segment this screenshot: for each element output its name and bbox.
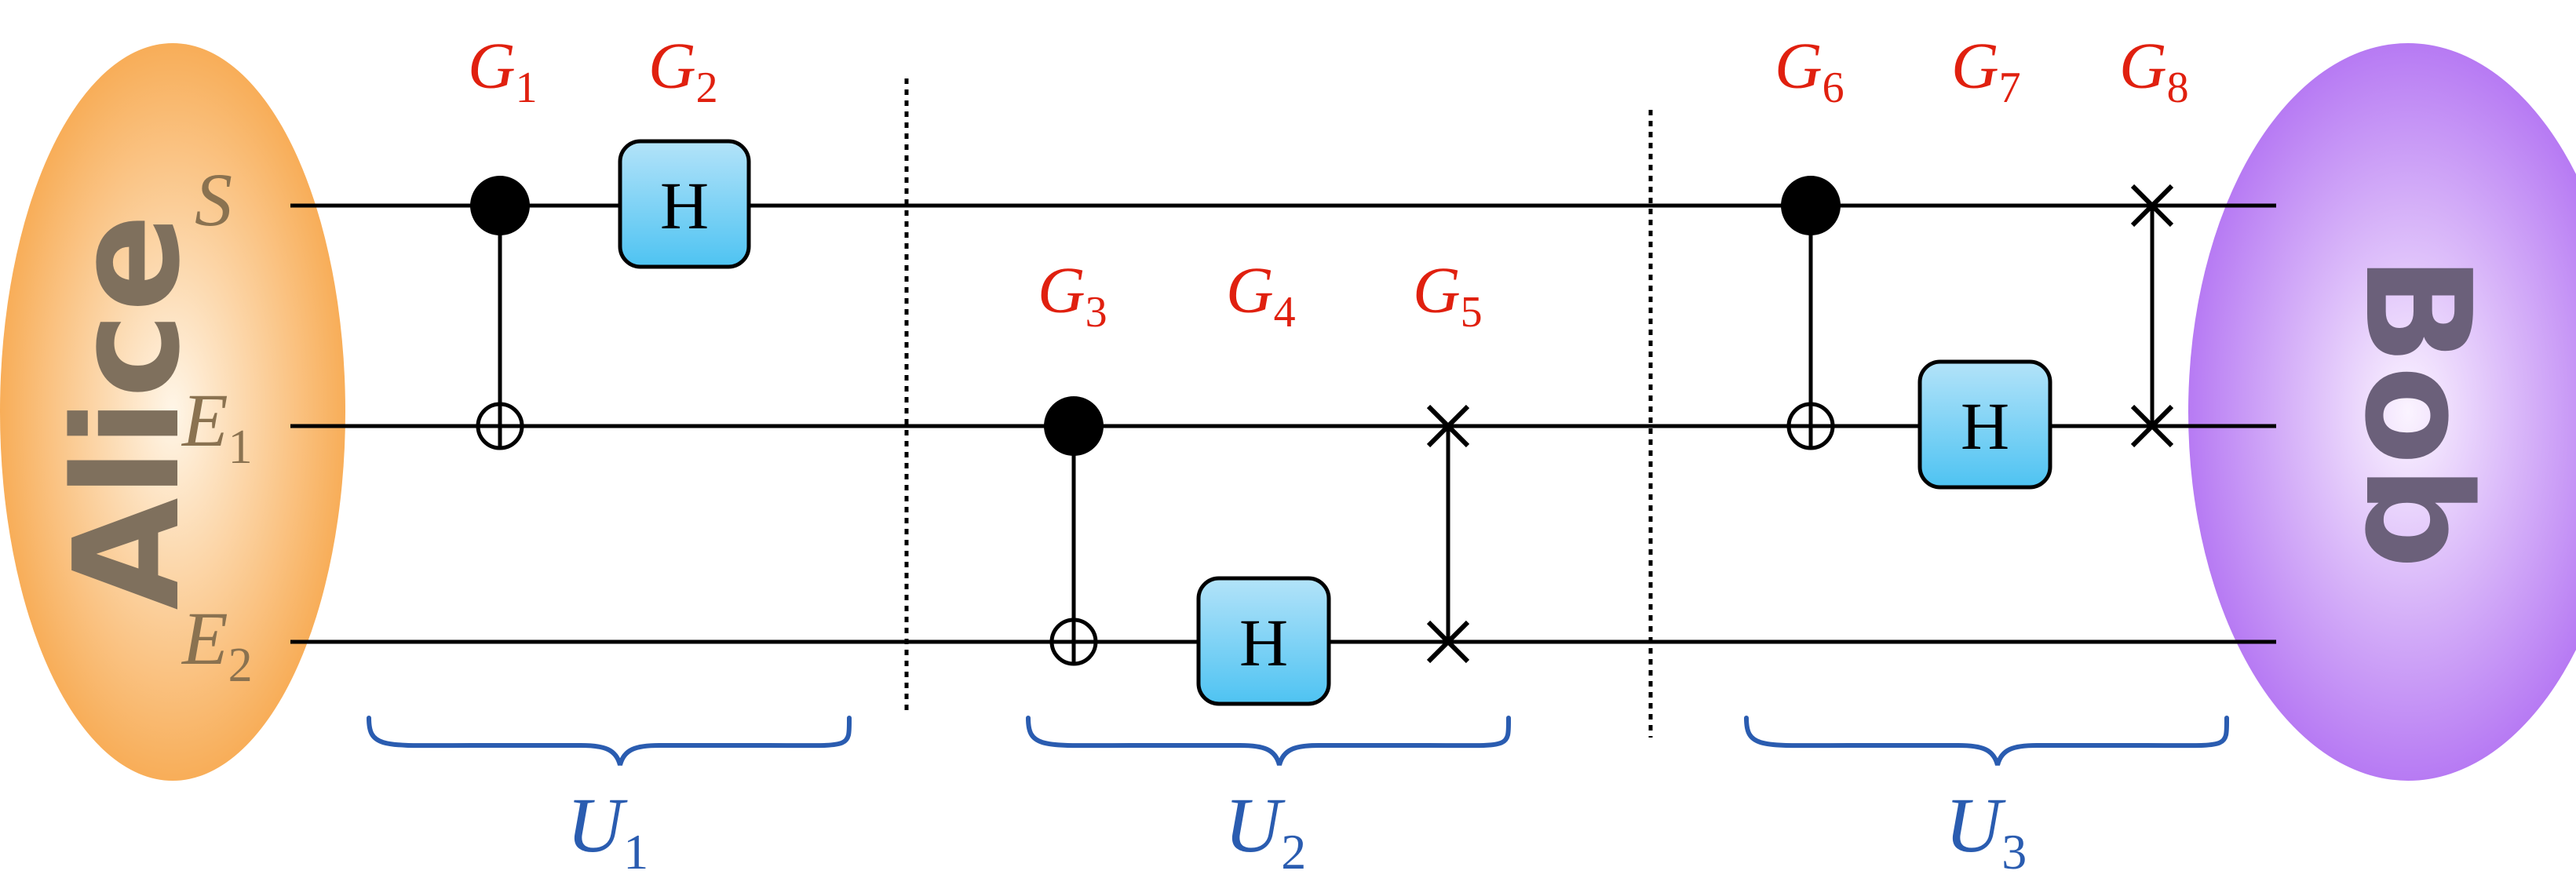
gate-label-g6: G6 — [1775, 30, 1844, 112]
svg-text:H: H — [1961, 388, 2009, 464]
gate-label-g7: G7 — [1951, 30, 2021, 112]
unitary-label-u3: U3 — [1945, 782, 2027, 880]
gate-g4-hadamard: H — [1196, 576, 1331, 706]
bob-ellipse — [2188, 43, 2576, 781]
gate-label-g3: G3 — [1038, 254, 1107, 337]
svg-text:H: H — [1239, 605, 1288, 680]
alice-label: Alice — [42, 213, 212, 610]
gate-g1-cnot — [470, 176, 530, 450]
control-dot — [1781, 176, 1841, 235]
brace-u2 — [1026, 716, 1512, 766]
gate-label-g1: G1 — [468, 30, 538, 112]
gate-g7-hadamard: H — [1917, 359, 2052, 490]
alice-ellipse — [0, 43, 345, 781]
qubit-label-e1: E1 — [181, 378, 253, 474]
gate-g2-hadamard: H — [618, 139, 751, 269]
gate-label-g4: G4 — [1226, 254, 1296, 337]
brace-u3 — [1744, 716, 2230, 766]
qubit-label-s: S — [195, 158, 232, 242]
gate-g8-swap — [2130, 184, 2174, 448]
gate-g3-cnot — [1044, 396, 1104, 666]
control-dot — [1044, 396, 1104, 456]
control-dot — [470, 176, 530, 235]
svg-text:H: H — [660, 168, 709, 243]
gate-label-g8: G8 — [2119, 30, 2189, 112]
gate-g5-swap — [1426, 404, 1470, 664]
gate-label-g2: G2 — [648, 30, 718, 112]
qubit-label-e2: E2 — [181, 596, 253, 692]
bob-label: Bob — [2333, 255, 2502, 570]
gate-label-g5: G5 — [1413, 254, 1483, 337]
unitary-label-u1: U1 — [567, 782, 648, 880]
brace-u1 — [367, 716, 852, 766]
gate-g6-cnot — [1781, 176, 1841, 450]
unitary-label-u2: U2 — [1224, 782, 1306, 880]
